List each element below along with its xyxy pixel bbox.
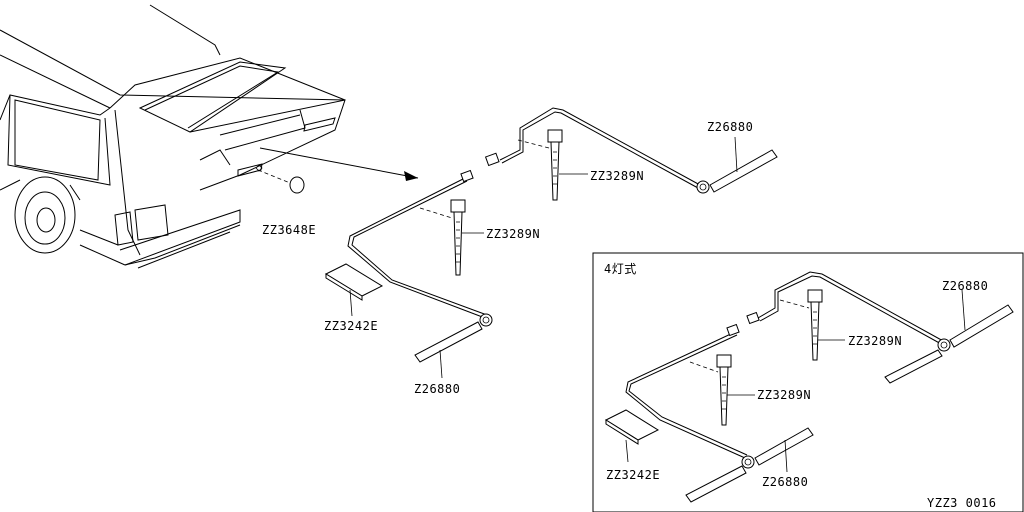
inset-title: 4灯式 [604, 262, 637, 276]
label-clip-top: ZZ3289N [590, 169, 644, 183]
figure-code: YZZ3 0016 [927, 496, 997, 510]
label-tape-main: ZZ3242E [324, 319, 378, 333]
label-inset-clip-mid: ZZ3289N [757, 388, 811, 402]
clip-part [450, 199, 466, 213]
main-harness [324, 169, 493, 379]
vehicle-rear-drawing [0, 4, 346, 269]
label-inset-clip-top: ZZ3289N [848, 334, 902, 348]
clip-part [547, 129, 563, 143]
pointer-arrow [259, 147, 419, 181]
inset-frame [592, 252, 1024, 512]
label-tape-bottom: Z26880 [414, 382, 460, 396]
upper-harness [484, 107, 778, 201]
inset-harness [604, 271, 1014, 503]
label-inset-tape-top: Z26880 [942, 279, 988, 293]
strip-part [709, 149, 778, 193]
label-inset-tape-bottom: Z26880 [762, 475, 808, 489]
label-inset-tape: ZZ3242E [606, 468, 660, 482]
strip-part [414, 321, 483, 363]
label-tape-top: Z26880 [707, 120, 753, 134]
label-clip-mid: ZZ3289N [486, 227, 540, 241]
label-grommet: ZZ3648E [262, 223, 316, 237]
grommet-part [289, 176, 305, 194]
